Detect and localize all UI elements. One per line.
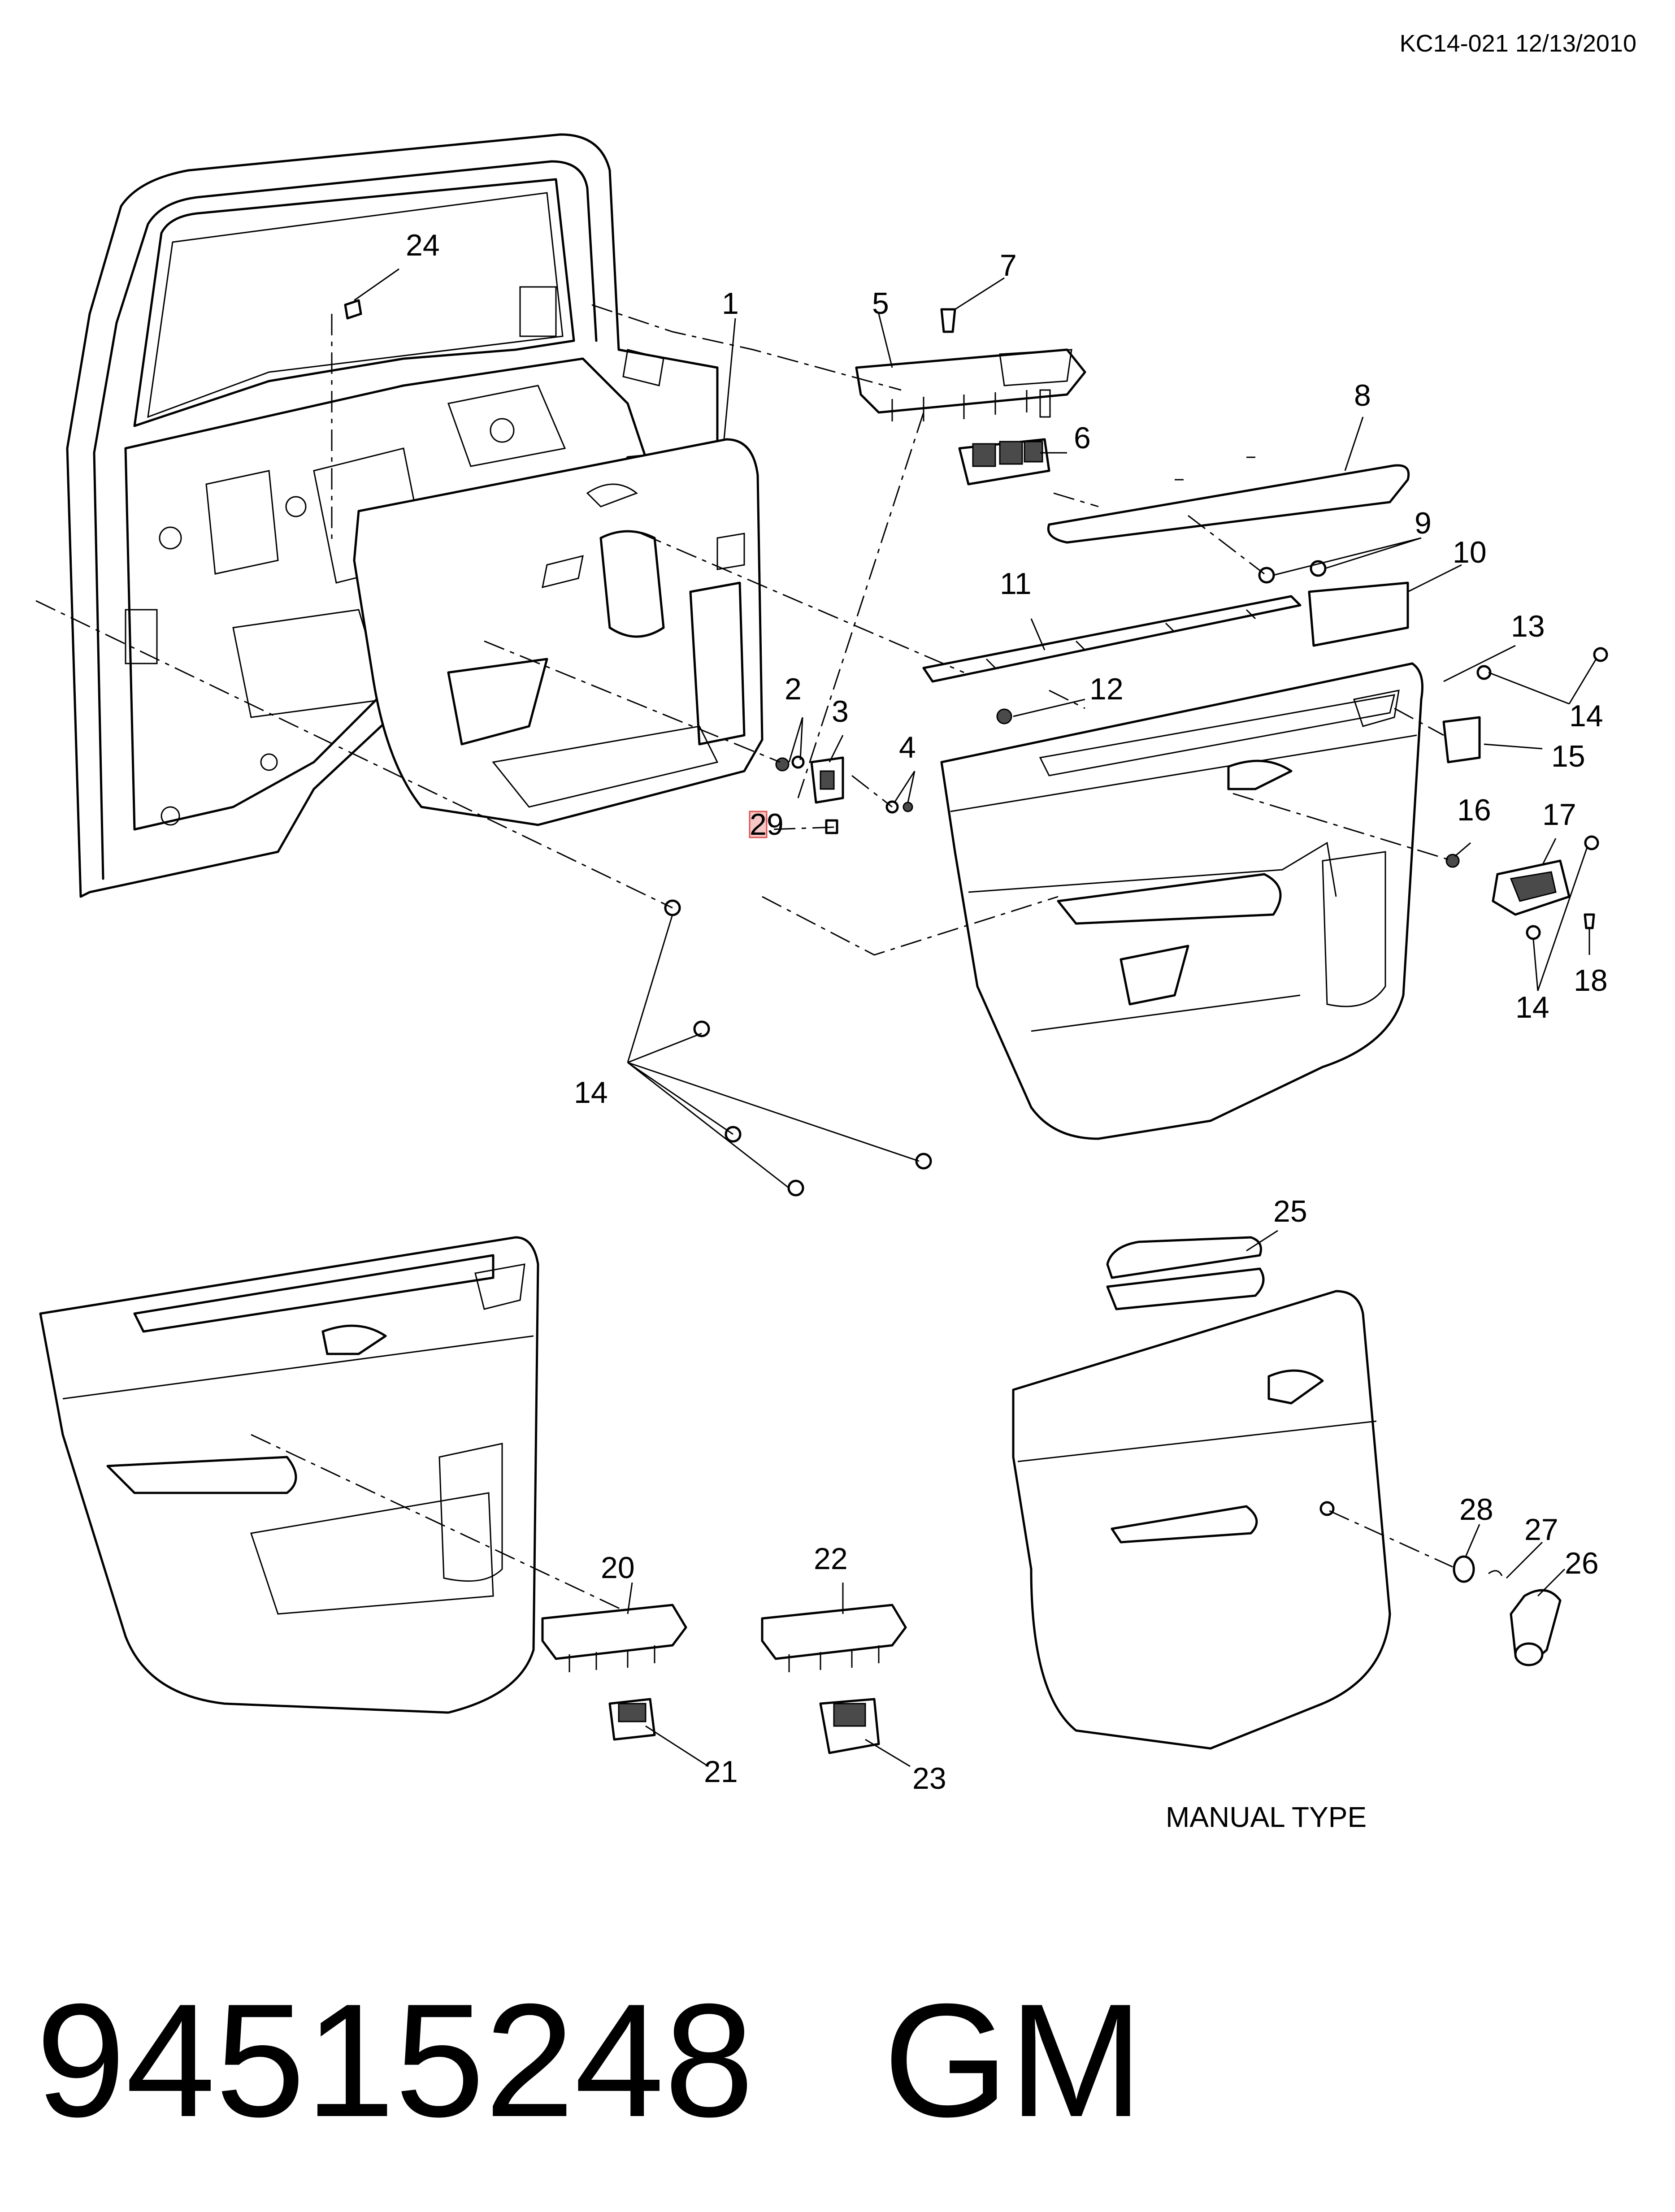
- callout-4: 4: [899, 730, 916, 764]
- window-switch-23: [819, 1698, 880, 1754]
- window-switch-6: [958, 438, 1050, 486]
- callout-17: 17: [1542, 798, 1576, 832]
- door-trim-panel-backing: [353, 438, 764, 826]
- screw-29: [825, 819, 838, 834]
- armrest-strip-11: [922, 595, 1302, 683]
- screw-18: [1584, 913, 1595, 929]
- callout-23: 23: [912, 1761, 946, 1796]
- clip-27: [1488, 1570, 1503, 1576]
- callout-13: 13: [1511, 609, 1545, 643]
- callout-26: 26: [1565, 1546, 1599, 1580]
- washer-28: [1453, 1555, 1475, 1583]
- callout-14-right-lower: 14: [1515, 990, 1549, 1024]
- callout-18: 18: [1574, 963, 1608, 998]
- door-trim-panel-13: [940, 662, 1423, 1140]
- callout-28: 28: [1459, 1492, 1493, 1527]
- callout-16: 16: [1457, 793, 1491, 827]
- callout-25: 25: [1273, 1194, 1307, 1228]
- nuts-14-group: [664, 647, 1608, 1197]
- manual-assembly-line: [1329, 1510, 1453, 1568]
- callout-14-right-upper: 14: [1569, 699, 1603, 733]
- callout-29: 29: [750, 807, 784, 841]
- trim-molding-8: [1047, 456, 1410, 544]
- callout-29-highlight: [749, 811, 768, 838]
- callout-24: 24: [406, 228, 440, 262]
- handle-25: [1106, 1236, 1262, 1279]
- callout-6: 6: [1074, 421, 1091, 455]
- brand-label: GM: [883, 1970, 1143, 2151]
- callout-numbers: 24 1 5 7 6 8 9 10 11 12 13 14 15 2 3 4 2…: [406, 228, 1608, 1796]
- assembly-lines: [35, 304, 1453, 956]
- bracket-3: [810, 756, 844, 804]
- bezel-15: [1442, 716, 1481, 763]
- callout-8: 8: [1354, 378, 1371, 412]
- callout-1: 1: [722, 286, 739, 321]
- alt-door-trim-panel: [39, 1236, 651, 1714]
- part-number: 94515248: [36, 1970, 754, 2151]
- callout-7: 7: [1000, 248, 1017, 282]
- callout-10: 10: [1453, 535, 1487, 569]
- leader-lines-lower: [627, 1230, 1566, 1767]
- manual-type-door-trim-panel: [1012, 1267, 1391, 1750]
- screw-24: [344, 299, 362, 320]
- document-code: KC14-021 12/13/2010: [1400, 30, 1636, 57]
- switch-bezel-22: [761, 1604, 907, 1672]
- callout-3: 3: [832, 694, 849, 729]
- callout-22: 22: [814, 1542, 848, 1576]
- callout-12: 12: [1089, 672, 1124, 706]
- window-switch-bezel-5: [855, 348, 1086, 421]
- screws-4: [885, 800, 913, 814]
- screw-16: [1445, 854, 1460, 868]
- callout-9: 9: [1415, 506, 1432, 540]
- callout-11: 11: [1000, 567, 1032, 601]
- insert-10: [1308, 581, 1409, 647]
- callout-2: 2: [785, 672, 802, 706]
- leader-lines: [354, 268, 1597, 1189]
- window-switch-21: [608, 1698, 656, 1741]
- callout-14-center: 14: [574, 1076, 608, 1110]
- callout-20: 20: [601, 1551, 635, 1585]
- callout-27: 27: [1524, 1513, 1558, 1547]
- manual-type-label: MANUAL TYPE: [1166, 1801, 1367, 1833]
- window-crank-handle-26: [1510, 1589, 1562, 1666]
- screw-7: [940, 308, 956, 333]
- handle-bezel-17: [1492, 859, 1571, 916]
- callout-15: 15: [1551, 739, 1585, 773]
- callout-21: 21: [704, 1755, 738, 1789]
- callout-5: 5: [872, 286, 889, 321]
- clip-12: [996, 708, 1012, 724]
- switch-bezel-20: [541, 1604, 687, 1672]
